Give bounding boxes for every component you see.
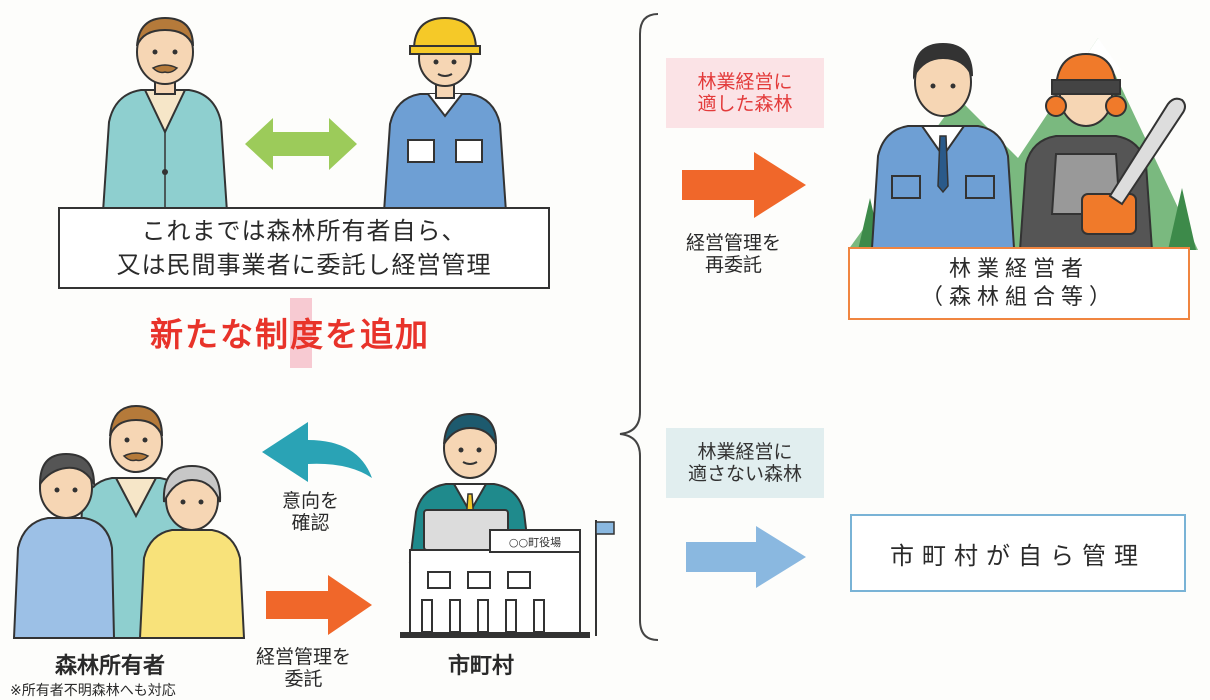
confirm-intent-arrow-icon xyxy=(262,422,372,482)
chainsaw-worker-icon xyxy=(1018,52,1186,251)
mutual-arrow-icon xyxy=(245,118,357,170)
municipality-label: 市町村 xyxy=(448,654,515,679)
unsuitable-forest-tag: 林業経営に 適さない森林 xyxy=(666,428,824,498)
forestry-operator-box: 林業経営者 （森林組合等） xyxy=(848,247,1190,320)
re-entrust-arrow-icon xyxy=(682,152,806,218)
operator-title: 林業経営者 xyxy=(948,256,1089,282)
confirm-intent-label: 意向を 確認 xyxy=(282,490,340,534)
caption-line-2: 又は民間事業者に委託し経営管理 xyxy=(116,251,492,279)
owner-person-icon xyxy=(101,16,229,213)
re-entrust-label: 経営管理を 再委託 xyxy=(686,232,782,276)
owner-family-icon xyxy=(12,404,246,639)
operator-subtitle: （森林組合等） xyxy=(920,284,1117,310)
municipality-self-manage-box: 市町村が自ら管理 xyxy=(850,514,1186,592)
entrust-label: 経営管理を 委託 xyxy=(256,646,352,690)
current-method-caption: これまでは森林所有者自ら、 又は民間事業者に委託し経営管理 xyxy=(58,207,550,289)
suitable-forest-tag: 林業経営に 適した森林 xyxy=(666,58,824,128)
entrust-arrow-icon xyxy=(266,575,372,635)
forest-owner-label: 森林所有者 xyxy=(55,654,166,679)
branch-brace xyxy=(619,13,659,641)
caption-line-1: これまでは森林所有者自ら、 xyxy=(141,217,467,245)
self-manage-arrow-icon xyxy=(686,526,806,588)
forest-manager-icon xyxy=(870,42,1016,249)
new-system-heading: 新たな制度を追加 xyxy=(150,315,430,354)
unknown-owner-note: ※所有者不明森林へも対応 xyxy=(10,683,176,699)
town-hall-icon: ○○町役場 xyxy=(400,520,615,638)
worker-helmet-icon xyxy=(382,16,508,213)
pink-accent-bar xyxy=(290,298,312,368)
town-hall-sign: ○○町役場 xyxy=(509,535,561,549)
